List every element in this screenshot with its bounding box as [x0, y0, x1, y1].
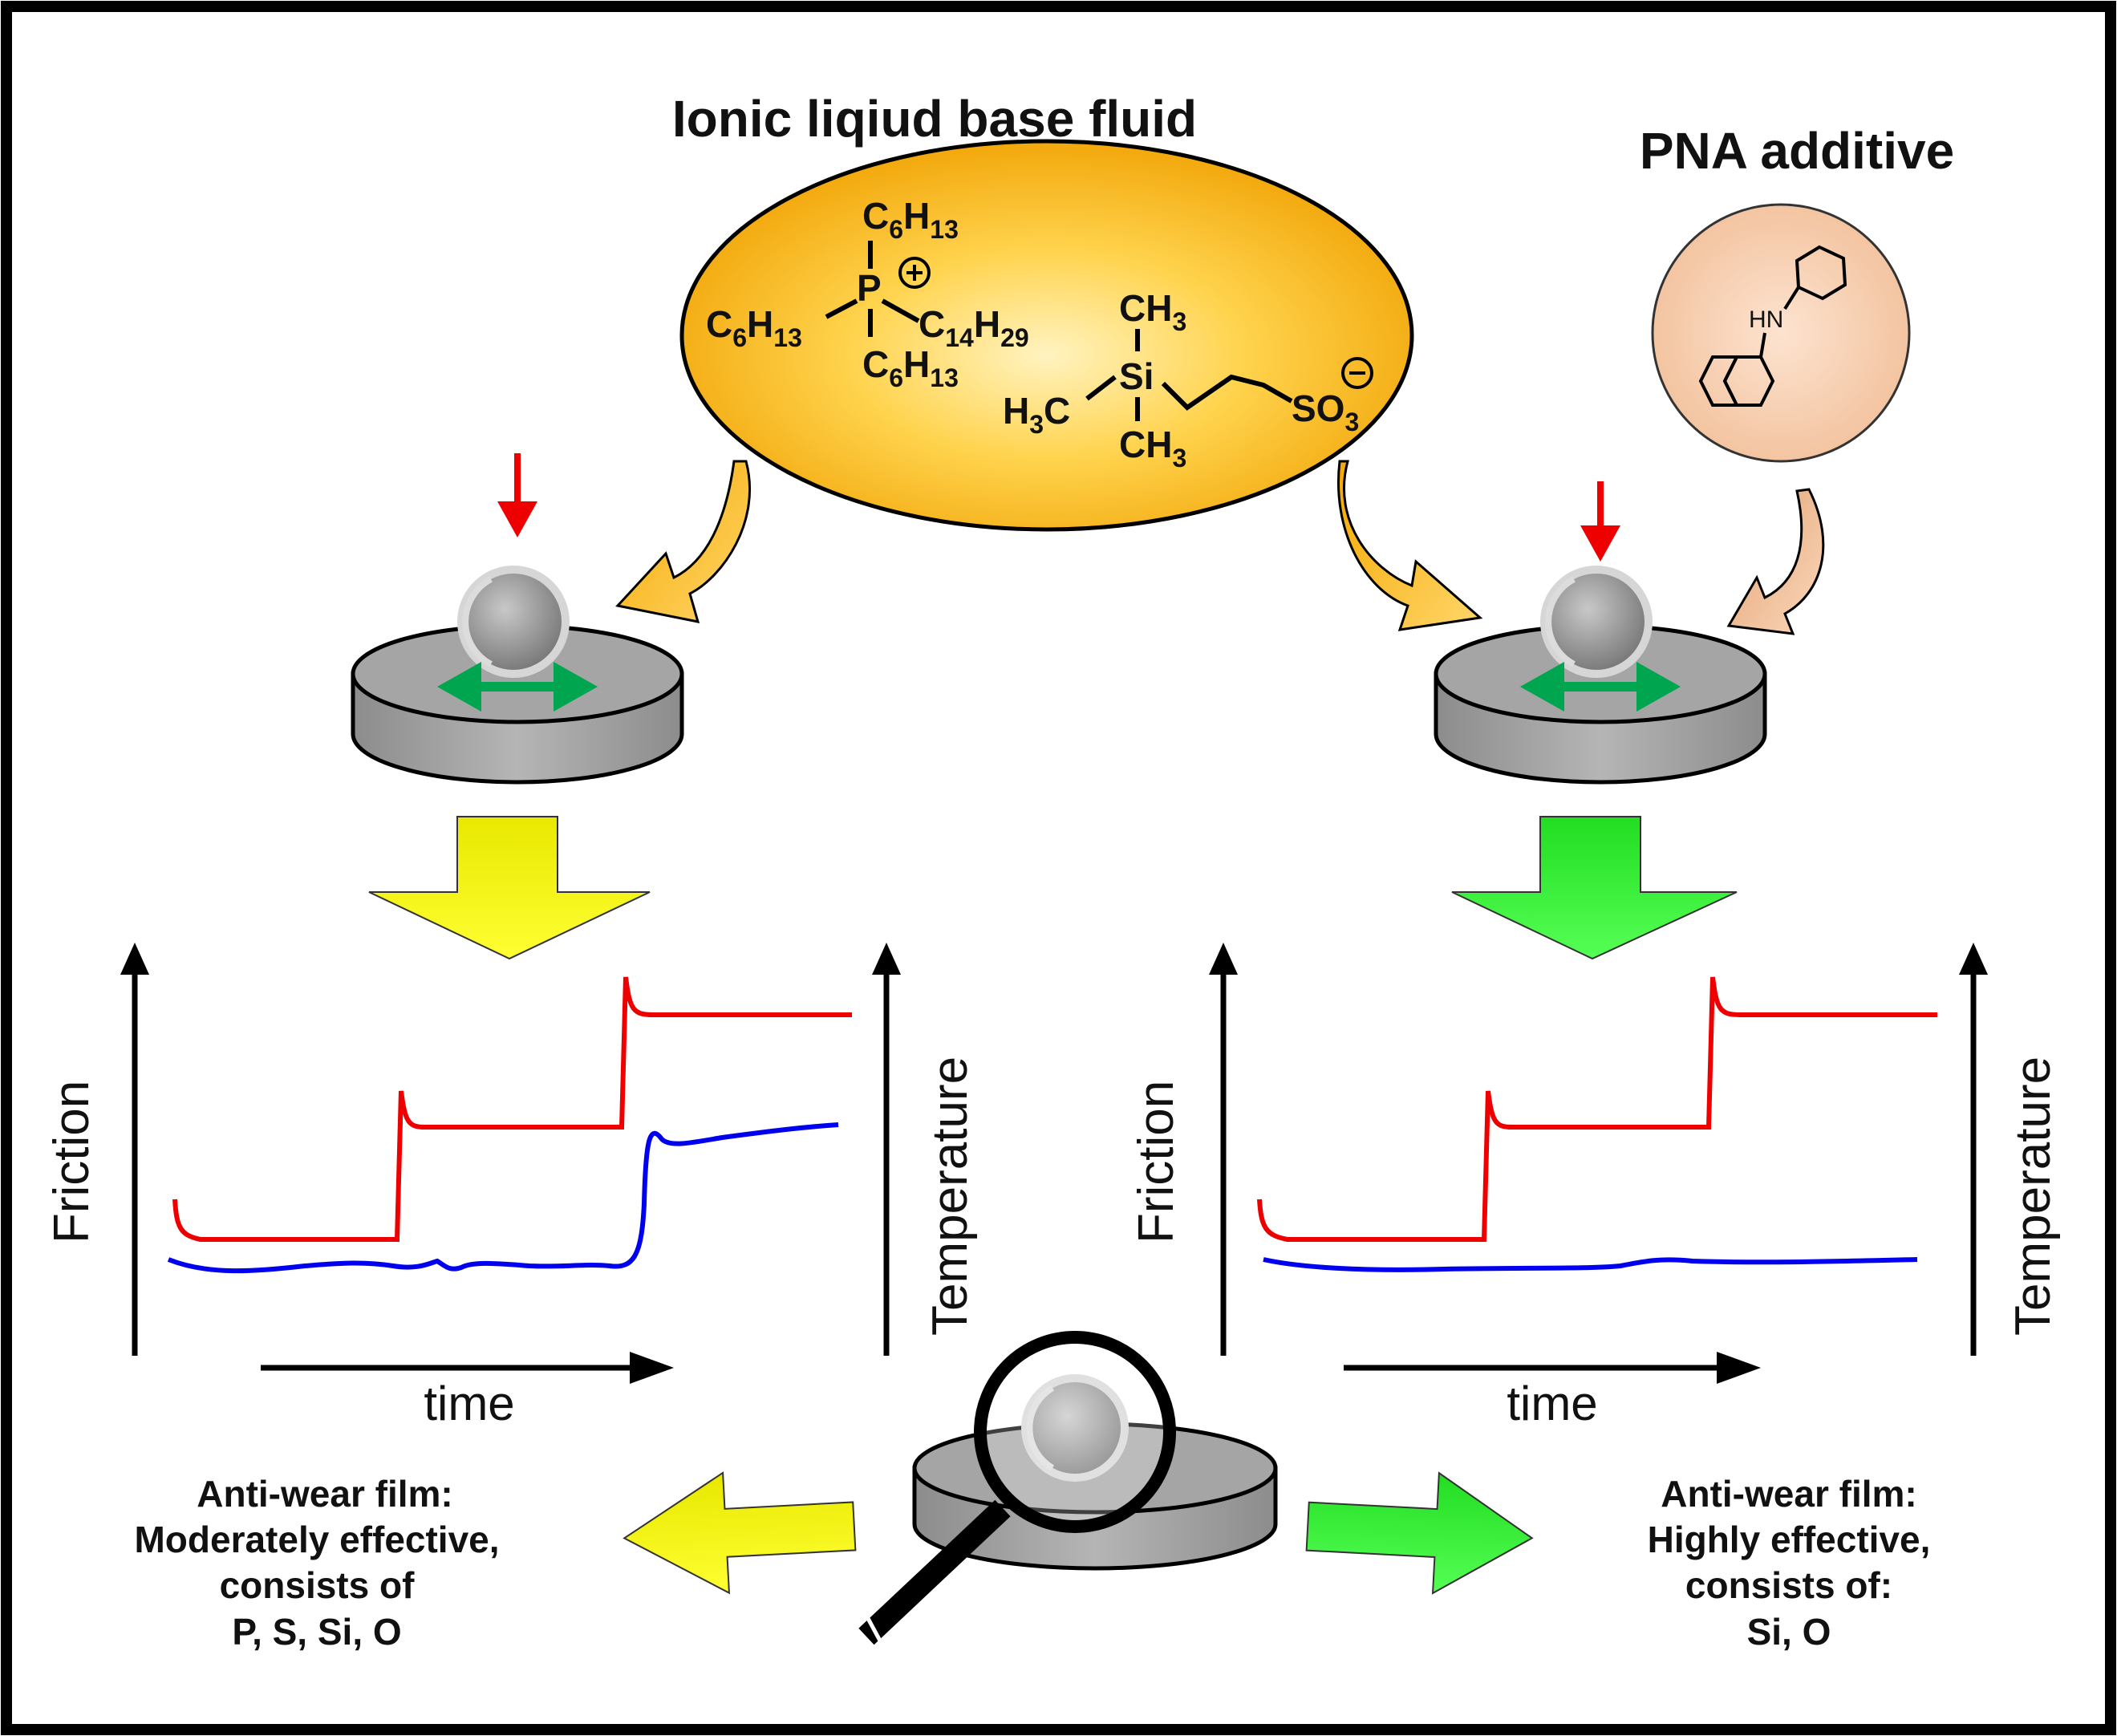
- negative-charge-icon: [1341, 357, 1373, 389]
- down-arrow-green: [1451, 816, 1738, 960]
- time-label-right: time: [1507, 1377, 1597, 1430]
- result-text-right: Anti-wear film: Highly effective, consis…: [1648, 1473, 1931, 1653]
- base-fluid-title: Ionic liqiud base fluid: [672, 90, 1197, 148]
- temperature-label-right: Temperature: [2005, 1057, 2061, 1336]
- friction-label-right: Friction: [1129, 1081, 1184, 1243]
- motion-arrow-left: [437, 662, 598, 712]
- time-label-left: time: [424, 1377, 514, 1430]
- curved-arrow-left: [615, 460, 751, 623]
- result-right-line1: Highly effective,: [1648, 1519, 1931, 1560]
- cation-top-group: C6H13: [862, 195, 959, 244]
- down-arrow-yellow: [368, 816, 651, 960]
- cation-structure: C6H13 P C6H13 C14H29 C6H13: [706, 195, 1029, 392]
- result-text-left: Anti-wear film: Moderately effective, co…: [134, 1473, 499, 1653]
- ball-right: [1540, 566, 1653, 678]
- result-left-heading: Anti-wear film:: [197, 1473, 452, 1515]
- anion-left-methyl: H3C: [1003, 390, 1070, 439]
- temperature-curve-left: [172, 976, 852, 1242]
- chart-left: Friction Temperature time: [44, 943, 978, 1430]
- friction-label-left: Friction: [44, 1081, 99, 1243]
- curved-arrow-additive: [1726, 488, 1825, 635]
- temperature-label-left: Temperature: [923, 1057, 978, 1336]
- ball-left: [457, 566, 570, 678]
- result-left-line2: consists of: [220, 1564, 416, 1606]
- chart-right: Friction Temperature time: [1129, 943, 2061, 1430]
- anion-top-methyl: CH3: [1119, 287, 1186, 336]
- tribometer-left: [351, 453, 684, 785]
- cation-right-group: C14H29: [919, 303, 1029, 352]
- anion-bottom-methyl: CH3: [1119, 424, 1186, 473]
- cation-bottom-group: C6H13: [862, 343, 959, 392]
- phosphorus-atom: P: [857, 267, 882, 309]
- result-arrow-right: [1305, 1471, 1534, 1595]
- additive-title: PNA additive: [1640, 122, 1954, 180]
- motion-arrow-right: [1520, 662, 1681, 712]
- result-right-line2: consists of:: [1685, 1564, 1892, 1606]
- ball-center: [1021, 1374, 1129, 1482]
- magnifier-icon: [858, 1331, 1176, 1654]
- sulfonate-group: SO3: [1292, 387, 1359, 436]
- temperature-curve-right: [1257, 976, 1937, 1242]
- nh-label: HN: [1749, 306, 1783, 333]
- phenyl-ring: [1795, 245, 1847, 301]
- ionic-liquid-ellipse: [679, 139, 1414, 532]
- pna-additive-circle: HN: [1651, 203, 1911, 463]
- positive-charge-icon: [898, 257, 931, 289]
- cation-left-group: C6H13: [706, 303, 802, 352]
- result-left-line3: P, S, Si, O: [232, 1611, 401, 1653]
- result-arrow-left: [623, 1471, 857, 1595]
- result-right-heading: Anti-wear film:: [1661, 1473, 1916, 1515]
- friction-curve-left: [167, 1122, 839, 1274]
- load-arrow-right: [1580, 481, 1620, 562]
- naphthalene-rings: [1698, 355, 1775, 407]
- friction-curve-right: [1263, 1257, 1918, 1272]
- result-right-line3: Si, O: [1747, 1611, 1831, 1653]
- load-arrow-left: [497, 453, 537, 537]
- tribometer-right: [1434, 481, 1767, 785]
- result-left-line1: Moderately effective,: [134, 1519, 499, 1560]
- curved-arrow-right-orange: [1337, 460, 1483, 631]
- anion-structure: CH3 Si H3C CH3 SO3: [1003, 287, 1373, 473]
- silicon-atom: Si: [1119, 355, 1154, 397]
